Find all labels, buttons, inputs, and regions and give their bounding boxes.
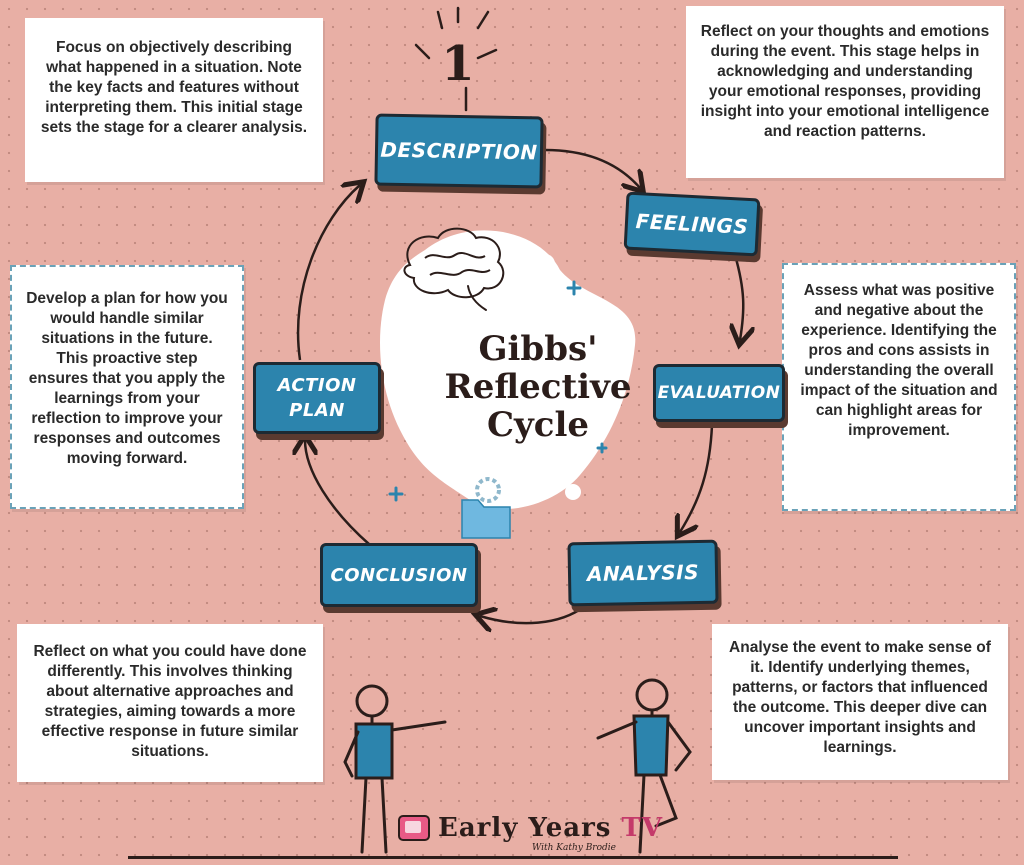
logo-text: Early Years TV xyxy=(438,813,663,843)
analysis-info-box: Analyse the event to make sense of it. I… xyxy=(712,624,1008,780)
stage-analysis: ANALYSIS xyxy=(567,539,719,607)
folder-gear-icon xyxy=(461,477,511,539)
title-line-3: Cycle xyxy=(486,405,590,445)
center-blob xyxy=(380,230,636,510)
stage-action-plan-label-2: PLAN xyxy=(289,400,345,421)
description-info-text: Focus on objectively describing what hap… xyxy=(40,39,308,136)
stage-description: DESCRIPTION xyxy=(374,113,544,189)
action-plan-info-box: Develop a plan for how you would handle … xyxy=(10,265,244,509)
arrow-feelings-evaluation xyxy=(735,254,743,340)
evaluation-info-box: Assess what was positive and negative ab… xyxy=(782,263,1016,511)
conclusion-info-text: Reflect on what you could have done diff… xyxy=(33,643,307,760)
feelings-info-box: Reflect on your thoughts and emotions du… xyxy=(686,6,1004,178)
feelings-info-text: Reflect on your thoughts and emotions du… xyxy=(700,23,990,140)
logo-tv-text: TV xyxy=(621,813,664,843)
analysis-info-text: Analyse the event to make sense of it. I… xyxy=(729,639,991,756)
action-plan-info-text: Develop a plan for how you would handle … xyxy=(26,290,228,467)
ground-line xyxy=(128,856,898,859)
stage-action-plan: ACTION PLAN xyxy=(253,362,381,434)
small-circle xyxy=(535,254,555,274)
left-figure xyxy=(343,684,447,854)
tv-icon xyxy=(398,815,430,841)
stage-evaluation: EVALUATION xyxy=(653,364,785,422)
logo-main: Early Years xyxy=(438,813,612,843)
sparkle-icon xyxy=(414,6,498,112)
cycle-arrows xyxy=(296,148,743,623)
diagram-title: Gibbs' Reflective Cycle xyxy=(438,330,638,444)
conclusion-info-box: Reflect on what you could have done diff… xyxy=(17,624,323,782)
arrow-analysis-conclusion xyxy=(480,605,586,623)
plus-icon xyxy=(388,280,608,502)
evaluation-info-text: Assess what was positive and negative ab… xyxy=(800,282,998,439)
arrow-conclusion-action xyxy=(305,440,371,546)
stage-description-label: DESCRIPTION xyxy=(380,137,538,165)
brand-logo: Early Years TV xyxy=(398,808,663,848)
right-figure xyxy=(596,678,692,854)
logo-subtitle: With Kathy Brodie xyxy=(532,843,616,853)
arrow-action-description xyxy=(296,185,360,361)
brain-icon xyxy=(403,227,505,311)
stage-conclusion: CONCLUSION xyxy=(320,543,478,607)
arrow-description-feelings xyxy=(544,148,640,188)
title-line-1: Gibbs' xyxy=(478,329,598,369)
arrow-evaluation-analysis xyxy=(680,424,714,532)
description-info-box: Focus on objectively describing what hap… xyxy=(25,18,323,182)
stage-analysis-label: ANALYSIS xyxy=(586,560,700,586)
title-line-2: Reflective xyxy=(444,367,632,407)
small-circle xyxy=(565,484,581,500)
stage-conclusion-label: CONCLUSION xyxy=(330,564,468,586)
stage-number: 1 xyxy=(441,36,474,92)
stage-feelings-label: FEELINGS xyxy=(635,209,749,239)
stage-evaluation-label: EVALUATION xyxy=(657,383,781,403)
stage-action-plan-label-1: ACTION xyxy=(277,375,357,396)
stage-feelings: FEELINGS xyxy=(623,191,761,257)
